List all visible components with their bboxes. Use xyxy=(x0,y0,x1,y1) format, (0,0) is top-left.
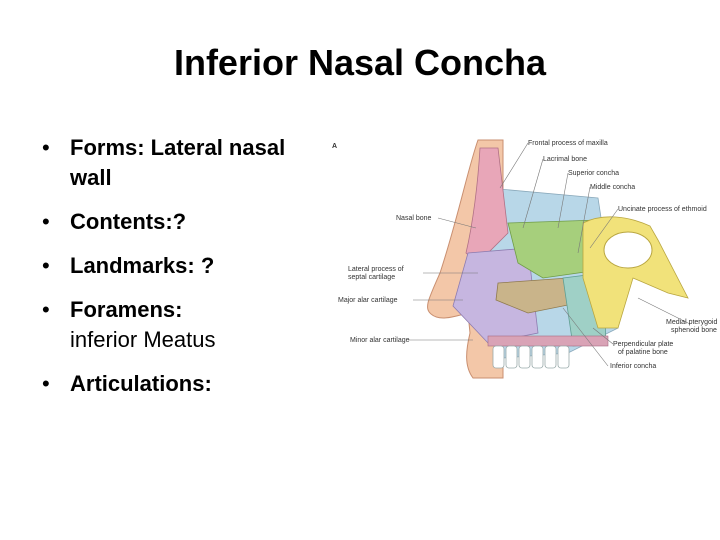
leader-line xyxy=(562,307,609,367)
bullet-contents: Contents:? xyxy=(40,207,300,237)
label-perpendicular-2: of palatine bone xyxy=(618,349,668,356)
bullet-label: Contents:? xyxy=(70,209,187,234)
hard-palate xyxy=(487,335,609,347)
leader-line xyxy=(522,158,544,229)
bullet-landmarks: Landmarks: ? xyxy=(40,251,300,281)
leader-line xyxy=(592,327,614,345)
bullet-label: Landmarks: ? xyxy=(70,253,215,278)
tooth xyxy=(518,345,531,369)
leader-line xyxy=(499,142,529,189)
tooth xyxy=(492,345,505,369)
label-middle-concha: Middle concha xyxy=(590,184,635,191)
tooth xyxy=(505,345,518,369)
bullet-label: Forms: Lateral nasal wall xyxy=(70,135,286,190)
label-minor-alar: Minor alar cartilage xyxy=(350,337,410,344)
label-medial-pterygoid-2: sphenoid bone xyxy=(671,327,717,334)
label-uncinate: Uncinate process of ethmoid xyxy=(618,206,707,213)
label-lateral-process-2: septal cartilage xyxy=(348,274,395,281)
slide-title: Inferior Nasal Concha xyxy=(173,42,547,83)
bullet-list: Forms: Lateral nasal wall Contents:? Lan… xyxy=(40,133,300,413)
teeth xyxy=(492,345,570,369)
label-nasal-bone: Nasal bone xyxy=(396,215,432,222)
label-major-alar: Major alar cartilage xyxy=(338,297,398,304)
leader-line xyxy=(589,208,619,249)
tooth xyxy=(531,345,544,369)
nasal-anatomy-figure: A Frontal process of maxilla Lacrimal bo… xyxy=(332,139,717,379)
leader-line xyxy=(557,172,569,229)
sphenoid-sinus xyxy=(603,231,653,269)
bullet-label: Foramens: xyxy=(70,297,183,322)
label-superior-concha: Superior concha xyxy=(568,170,619,177)
bullet-forms: Forms: Lateral nasal wall xyxy=(40,133,300,193)
label-lacrimal: Lacrimal bone xyxy=(543,156,587,163)
bullet-detail: inferior Meatus xyxy=(70,327,216,352)
label-frontal-process: Frontal process of maxilla xyxy=(528,140,608,147)
label-perpendicular-1: Perpendicular plate xyxy=(613,341,673,348)
label-lateral-process-1: Lateral process of xyxy=(348,266,404,273)
tooth xyxy=(557,345,570,369)
label-medial-pterygoid-1: Medial pterygoid xyxy=(666,319,717,326)
leader-line xyxy=(437,217,477,229)
bullet-foramens: Foramens: inferior Meatus xyxy=(40,295,300,355)
bullet-label: Articulations: xyxy=(70,371,212,396)
tooth xyxy=(544,345,557,369)
panel-letter: A xyxy=(332,143,337,150)
inferior-concha xyxy=(495,277,579,314)
label-inferior-concha: Inferior concha xyxy=(610,363,656,370)
leader-line xyxy=(637,297,691,325)
bullet-articulations: Articulations: xyxy=(40,369,300,399)
leader-line xyxy=(577,186,591,254)
leader-lines xyxy=(408,142,691,367)
